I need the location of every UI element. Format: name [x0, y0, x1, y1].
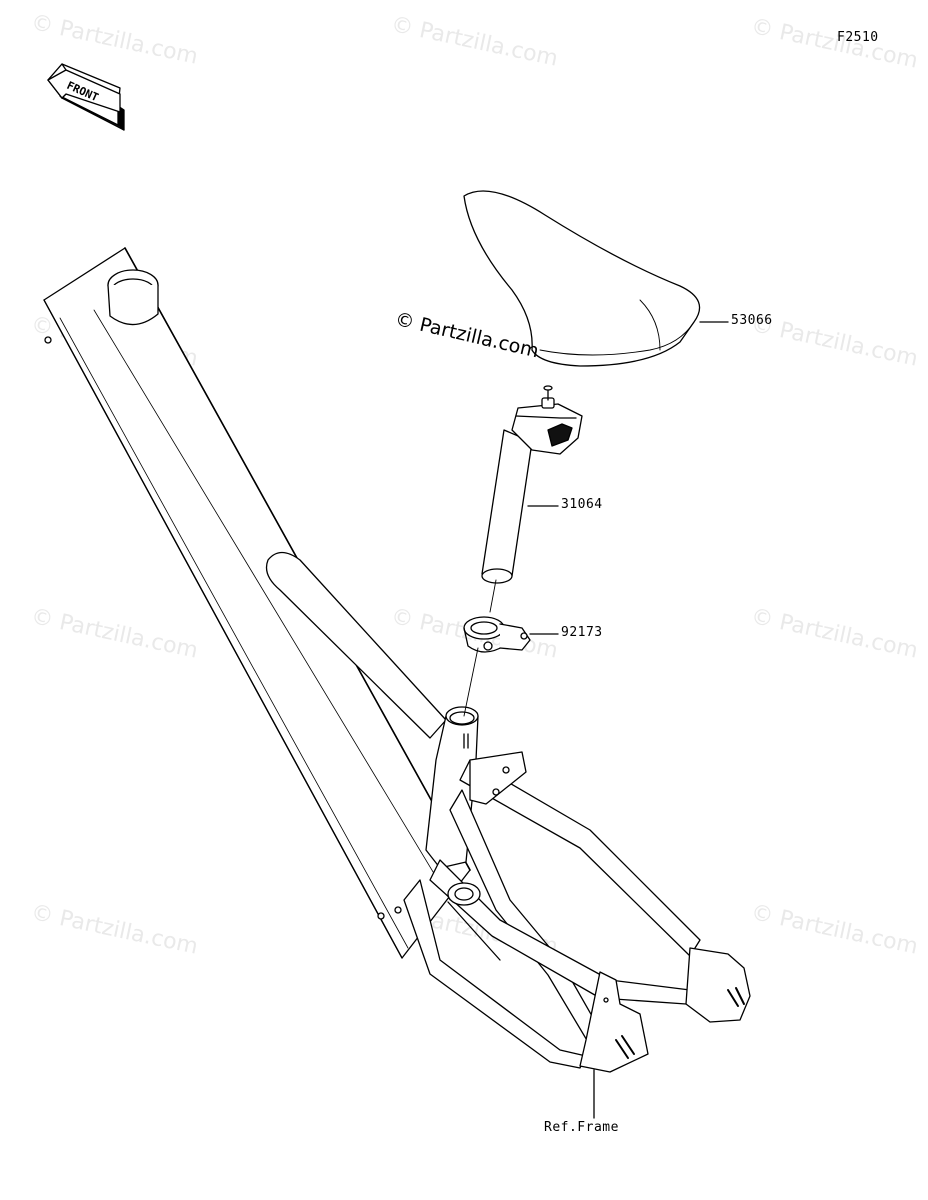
reference-label: Ref.Frame [544, 1120, 619, 1135]
seat-clamp [463, 616, 531, 653]
seat [463, 190, 701, 367]
front-arrow-icon: FRONT [47, 63, 125, 131]
diagram-code: F2510 [837, 30, 879, 45]
part-number-label[interactable]: 92173 [561, 625, 603, 640]
frame [43, 247, 751, 1073]
part-number-label[interactable]: 53066 [731, 313, 773, 328]
part-number-label[interactable]: 31064 [561, 497, 603, 512]
seat-post [481, 385, 583, 584]
